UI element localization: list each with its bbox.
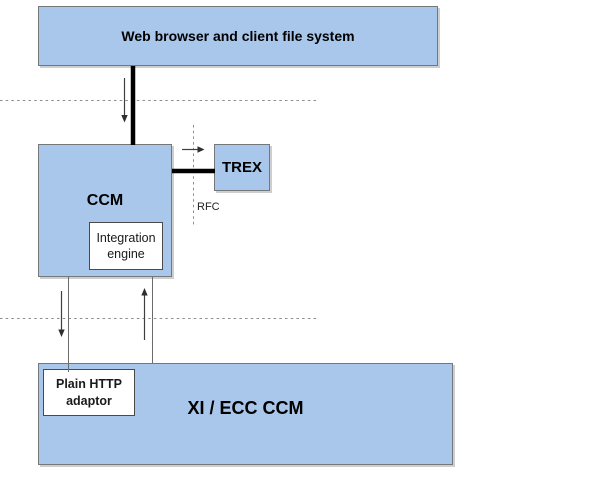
web-browser-label: Web browser and client file system xyxy=(121,28,355,44)
arrow-down-icon xyxy=(121,78,128,123)
plain-http-adaptor-label: Plain HTTP adaptor xyxy=(56,377,122,408)
integration-engine-box: Integration engine xyxy=(89,222,163,270)
ccm-label: CCM xyxy=(86,192,124,209)
plain-http-adaptor-box: Plain HTTP adaptor xyxy=(43,369,135,416)
arrow-up-icon xyxy=(141,288,148,340)
web-browser-box: Web browser and client file system xyxy=(38,6,438,66)
rfc-label: RFC xyxy=(197,201,220,213)
trex-label: TREX xyxy=(221,159,262,176)
integration-engine-label: Integration engine xyxy=(96,230,156,261)
xi-ecc-ccm-label: XI / ECC CCM xyxy=(187,397,304,418)
ccm-box: CCM Integration engine xyxy=(38,144,172,277)
trex-box: TREX xyxy=(214,144,270,191)
arrow-right-icon xyxy=(182,146,205,153)
arrow-down-icon xyxy=(58,291,65,337)
xi-ecc-ccm-box: XI / ECC CCM Plain HTTP adaptor xyxy=(38,363,453,465)
